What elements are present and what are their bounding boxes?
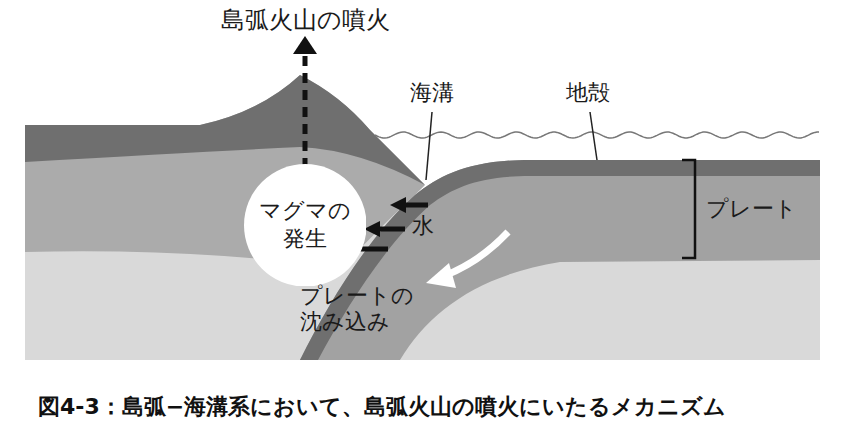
water-arrow: [398, 203, 428, 208]
subduction-label: プレートの 沈み込み: [300, 283, 416, 336]
plate-label: プレート: [706, 196, 797, 222]
subduction-arrowhead: [426, 263, 456, 288]
plate-bracket: [682, 160, 695, 258]
eruption-arrowhead: [293, 36, 317, 54]
leader-line: [426, 112, 432, 180]
eruption-path: [303, 52, 308, 168]
oceanic-crust: [300, 160, 820, 360]
trench-label: 海溝: [410, 80, 454, 106]
eruption-label: 島弧火山の噴火: [221, 6, 390, 35]
overriding-plate: [25, 75, 425, 268]
leader-line: [590, 112, 597, 160]
subduction-arrow: [444, 232, 508, 276]
subducting-plate: [300, 160, 820, 360]
water-arrow: [372, 227, 405, 232]
arc-crust: [25, 75, 425, 185]
circle-outline: [244, 164, 367, 287]
water-label: 水: [412, 213, 434, 239]
node-text: マグマの 発生: [257, 197, 353, 252]
sea-surface: [375, 132, 819, 138]
magma-circle: マグマの 発生: [244, 164, 367, 287]
figure-caption: 図4-3：島弧−海溝系において、島弧火山の噴火にいたるメカニズム: [38, 392, 726, 422]
crust-label: 地殻: [566, 80, 610, 106]
